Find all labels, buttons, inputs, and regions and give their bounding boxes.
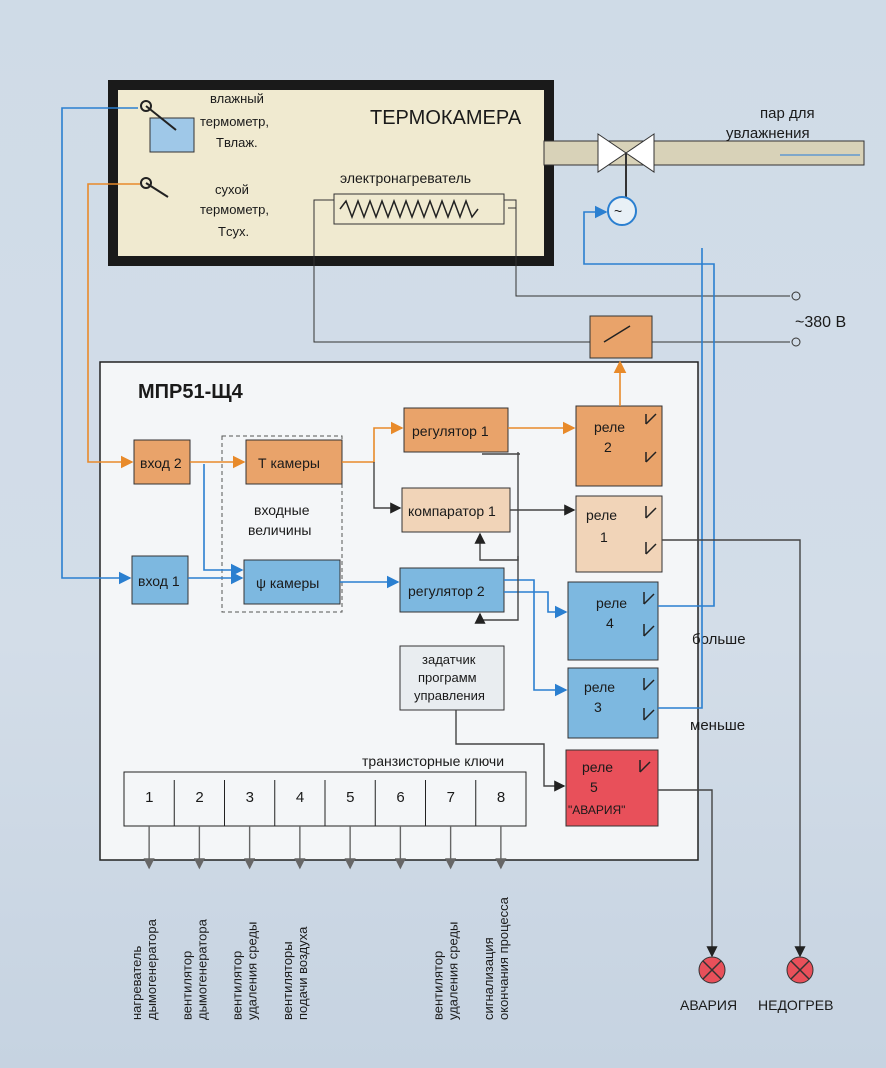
output-label-4: вентиляторы: [280, 941, 295, 1020]
output-label-4: подачи воздуха: [295, 926, 310, 1020]
keys-title: транзисторные ключи: [362, 753, 504, 769]
regulator1-box: [403, 407, 509, 453]
heater-coil-icon: [339, 198, 479, 220]
regulator1-label: регулятор 1: [412, 423, 489, 439]
relay2-box: [575, 405, 663, 487]
key-8: 8: [497, 789, 505, 806]
power-contactor: [589, 315, 653, 359]
psi-chamber-label: ψ камеры: [256, 575, 319, 591]
program-setter-label: задатчик программ управления: [414, 652, 485, 703]
comparator1-label: компаратор 1: [408, 503, 496, 519]
t-chamber-label: Т камеры: [258, 455, 320, 471]
heater-label: электронагреватель: [340, 170, 471, 186]
dry-thermometer-label: сухой термометр, Tсух.: [200, 182, 273, 239]
input1-label: вход 1: [138, 573, 180, 589]
key-6: 6: [396, 789, 404, 806]
wires-blue: [61, 107, 715, 709]
relay5-label: реле 5 "АВАРИЯ": [568, 759, 625, 817]
comparator1-box: [401, 487, 511, 533]
program-setter-box: [399, 645, 505, 711]
key-5: 5: [346, 789, 354, 806]
input1-box: [131, 555, 189, 605]
relay1-box: [575, 495, 663, 573]
output-label-6: сигнализация: [481, 937, 496, 1020]
alarm-lamp: АВАРИЯ: [680, 956, 737, 1013]
input-values-label: входные величины: [248, 502, 313, 538]
wires-black: [373, 452, 806, 958]
relay3-box: [567, 667, 659, 739]
output-label-6: окончания процесса: [496, 896, 511, 1020]
svg-text:~: ~: [614, 203, 622, 219]
key-output-arrows: [143, 826, 507, 870]
steam-valve: ~ пар для увлажнения: [543, 105, 865, 226]
psi-chamber-box: [243, 559, 341, 605]
keys-cells: 1 2 3 4 5 6 7 8: [145, 780, 505, 826]
key-7: 7: [447, 789, 455, 806]
alarm-lamp-label: АВАРИЯ: [680, 997, 737, 1013]
controller-title: МПР51-Щ4: [138, 381, 244, 403]
underheat-lamp-label: НЕДОГРЕВ: [758, 997, 833, 1013]
input2-label: вход 2: [140, 455, 182, 471]
relay5-box: [565, 749, 659, 827]
thermochamber: ТЕРМОКАМЕРА влажный термометр, Tвлаж. су…: [108, 80, 554, 266]
output-label-2: вентилятор: [179, 951, 194, 1020]
output-label-3: вентилятор: [230, 951, 245, 1020]
output-label-5: вентилятор: [431, 951, 446, 1020]
underheat-lamp: НЕДОГРЕВ: [758, 956, 833, 1013]
more-label: больше: [692, 631, 746, 648]
relay4-box: [567, 581, 659, 661]
output-label-2: дымогенератора: [194, 918, 209, 1020]
steam-label: пар для увлажнения: [726, 105, 819, 142]
input2-box: [133, 439, 191, 485]
key-4: 4: [296, 789, 304, 806]
key-1: 1: [145, 789, 153, 806]
output-label-1: дымогенератора: [144, 918, 159, 1020]
less-label: меньше: [690, 717, 745, 734]
key-2: 2: [195, 789, 203, 806]
wires-orange: [87, 183, 627, 469]
valve-actuator-icon: [607, 196, 637, 226]
regulator2-label: регулятор 2: [408, 583, 485, 599]
regulator2-box: [399, 567, 505, 613]
power-label: ~380 В: [795, 314, 846, 331]
wet-thermometer-label: влажный термометр, Tвлаж.: [200, 91, 273, 150]
key-3: 3: [246, 789, 254, 806]
output-label-5: удаления среды: [446, 922, 461, 1020]
output-label-3: удаления среды: [245, 922, 260, 1020]
thermochamber-title: ТЕРМОКАМЕРА: [370, 107, 522, 129]
output-label-1: нагреватель: [129, 945, 144, 1020]
